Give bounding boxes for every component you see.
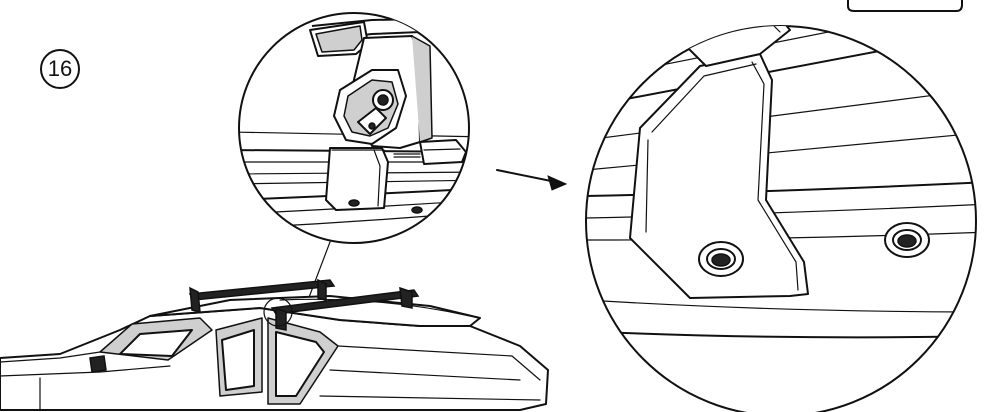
mounting-hole-right [884,222,930,258]
step-number-label: 16 [47,56,73,81]
detail-leader-line [307,241,331,301]
previous-step-frame-fragment [847,0,963,12]
arrow-right-icon [496,169,568,191]
detail-circle-small [238,12,470,244]
car-with-roof-rack [0,278,549,411]
detail-circle-large [585,25,977,412]
step-marker-icon [40,49,80,89]
mounting-hole-left [698,241,744,277]
